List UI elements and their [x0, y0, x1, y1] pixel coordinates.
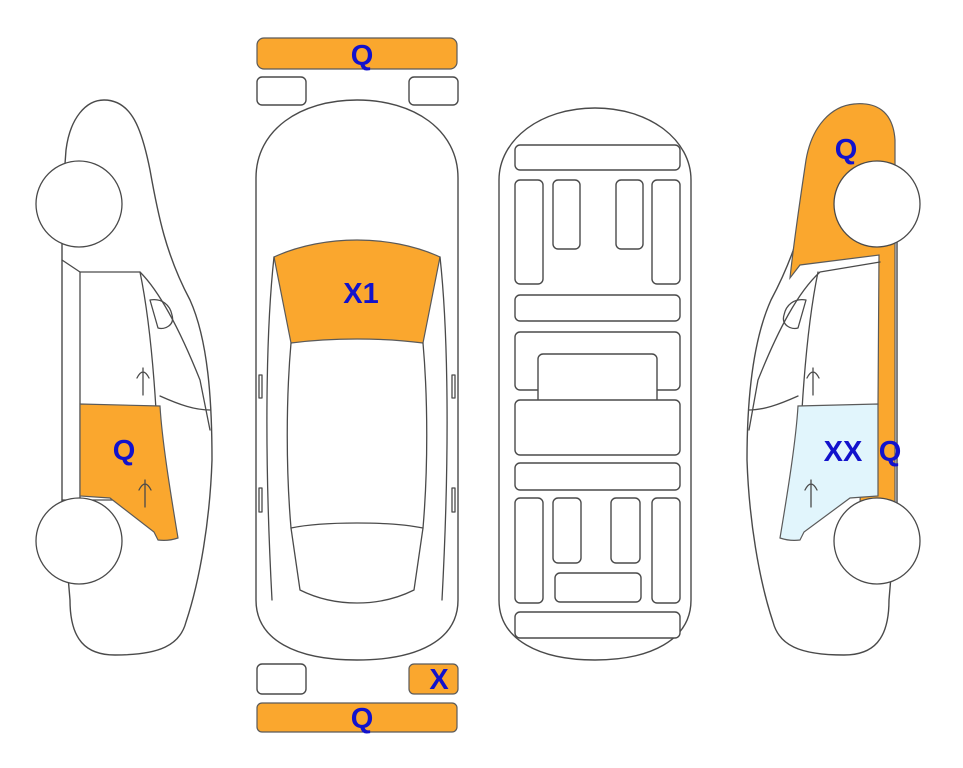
label-rear-bumper: Q — [351, 703, 374, 735]
left-rear-pillar — [258, 487, 263, 513]
damage-labels: Q X1 X Q Q Q XX Q — [113, 40, 902, 735]
right-front-wheel — [833, 160, 921, 248]
left-rear-wheel — [35, 497, 123, 585]
right-quarter-line — [748, 395, 799, 411]
right-window-line — [748, 261, 881, 431]
left-rear-door-panel[interactable] — [79, 403, 179, 541]
left-front-wheel — [35, 160, 123, 248]
right-rear-pillar — [451, 487, 456, 513]
left-quarter-line — [159, 395, 211, 411]
car-body-top — [255, 99, 459, 661]
underbody-panel — [651, 497, 681, 604]
underbody-panel — [514, 497, 544, 604]
underbody-panel — [615, 179, 644, 250]
roof-outline — [286, 342, 428, 529]
right-mirror — [451, 374, 456, 399]
underbody-panel — [514, 144, 681, 171]
label-left-rear-door: Q — [113, 435, 136, 467]
right-door-handle-lower — [804, 479, 818, 508]
underbody-panel — [552, 179, 581, 250]
right-side-line — [439, 256, 448, 601]
left-side-view — [35, 99, 213, 656]
label-rear-light-right: X — [429, 664, 449, 696]
label-right-rocker: Q — [879, 436, 902, 468]
underbody-panel — [514, 179, 544, 285]
left-front-glass — [149, 299, 174, 330]
underbody-panel — [552, 497, 582, 564]
left-mirror — [258, 374, 263, 399]
right-front-glass — [782, 299, 807, 330]
left-door-handle-upper — [136, 367, 150, 396]
front-bumper[interactable] — [256, 37, 458, 70]
rear-window — [290, 527, 424, 604]
top-view — [255, 37, 459, 733]
right-rear-wheel — [833, 497, 921, 585]
underbody-panel — [514, 611, 681, 639]
rear-light-right[interactable] — [408, 663, 459, 695]
right-front-door[interactable] — [779, 403, 879, 541]
underbody-panel — [610, 497, 641, 564]
underbody-view — [498, 107, 692, 661]
underbody-panel — [514, 462, 681, 491]
left-side-line — [266, 256, 275, 601]
right-side-view — [746, 103, 921, 656]
underbody-panel — [554, 572, 642, 603]
underbody-panel — [514, 294, 681, 322]
right-door-handle-upper — [806, 367, 820, 396]
front-light-right[interactable] — [408, 76, 459, 106]
label-right-front-door: XX — [824, 436, 863, 468]
label-right-front-fender: Q — [835, 134, 858, 166]
rear-light-left[interactable] — [256, 663, 307, 695]
front-light-left[interactable] — [256, 76, 307, 106]
label-front-bumper: Q — [351, 40, 374, 72]
underbody-panel — [651, 179, 681, 285]
left-door-handle-lower — [138, 479, 152, 508]
underbody-panel — [514, 399, 681, 456]
rear-bumper[interactable] — [256, 702, 458, 733]
label-windshield: X1 — [343, 278, 378, 310]
